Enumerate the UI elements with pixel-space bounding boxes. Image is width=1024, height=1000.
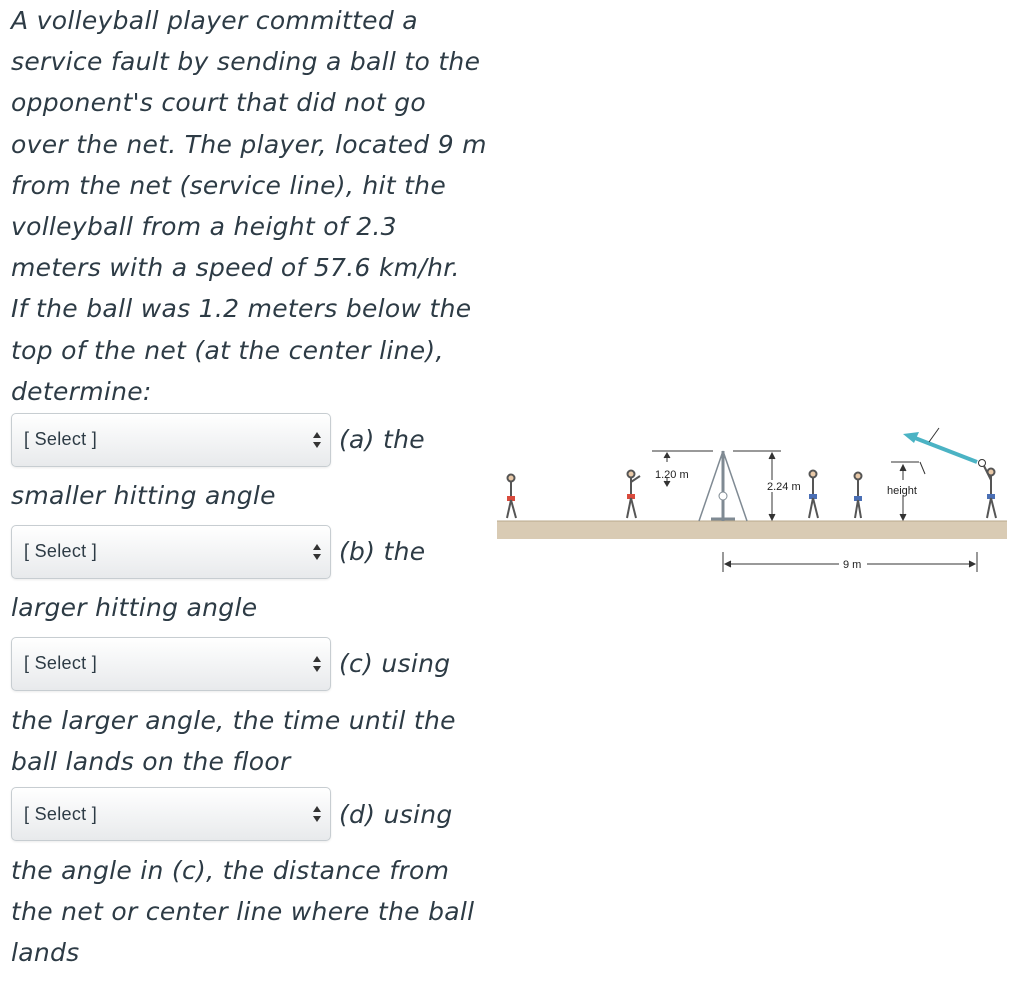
part-c-continuation: the larger angle, the time until the: [11, 705, 456, 735]
part-b-row: [ Select ] (b) the: [11, 524, 501, 580]
part-b-continuation: larger hitting angle: [11, 592, 258, 622]
question-line: opponent's court that did not go: [11, 88, 426, 118]
select-arrows-icon: [313, 431, 321, 448]
question-block: A volleyball player committed a service …: [11, 0, 501, 973]
select-arrows-icon: [313, 655, 321, 672]
question-text: A volleyball player committed a service …: [11, 0, 501, 412]
question-line: volleyball from a height of 2.3: [11, 211, 397, 241]
volleyball-diagram: 1.20 m 2.24 m height 9 m: [497, 427, 1007, 572]
player-figure: [983, 465, 997, 519]
question-line: from the net (service line), hit the: [11, 170, 447, 200]
part-a-select[interactable]: [ Select ]: [11, 412, 331, 467]
part-c-continuation: ball lands on the floor: [11, 746, 291, 776]
question-line: determine:: [11, 376, 152, 406]
part-d-select[interactable]: [ Select ]: [11, 787, 331, 842]
question-line: meters with a speed of 57.6 km/hr.: [11, 253, 460, 283]
player-figure: [506, 473, 517, 519]
dimension-net-height: [733, 450, 781, 522]
question-line: A volleyball player committed a: [11, 6, 418, 35]
select-value: [ Select ]: [24, 653, 98, 674]
ball-path-arrow: [903, 427, 986, 467]
select-value: [ Select ]: [24, 541, 98, 562]
question-line: top of the net (at the center line),: [11, 335, 444, 365]
question-line: service fault by sending a ball to the: [11, 47, 481, 77]
question-line: If the ball was 1.2 meters below the: [11, 294, 472, 324]
select-value: [ Select ]: [24, 803, 98, 824]
part-c-row: [ Select ] (c) using: [11, 636, 501, 692]
player-figure: [808, 469, 819, 519]
part-c-label: (c) using: [339, 649, 451, 679]
dimension-net-top: [652, 450, 713, 487]
select-value: [ Select ]: [24, 429, 98, 450]
player-figure: [853, 471, 863, 519]
part-d-continuation: the net or center line where the ball: [11, 897, 475, 927]
part-b-select[interactable]: [ Select ]: [11, 524, 331, 579]
select-arrows-icon: [313, 806, 321, 823]
dimension-distance: [722, 552, 978, 572]
floor: [497, 521, 1007, 539]
label-net-height: 2.24 m: [767, 481, 801, 493]
label-height: height: [887, 485, 917, 497]
dimension-height: [891, 461, 926, 522]
part-a-label: (a) the: [339, 425, 425, 455]
label-distance: 9 m: [843, 559, 861, 571]
part-d-continuation: the angle in (c), the distance from: [11, 856, 450, 886]
net: [698, 450, 748, 522]
part-a-row: [ Select ] (a) the: [11, 412, 501, 468]
player-figure: [626, 469, 641, 519]
part-c-select[interactable]: [ Select ]: [11, 636, 331, 691]
part-a-continuation: smaller hitting angle: [11, 480, 276, 510]
label-net-top: 1.20 m: [655, 469, 689, 481]
part-d-continuation: lands: [11, 938, 80, 968]
part-b-label: (b) the: [339, 537, 426, 567]
select-arrows-icon: [313, 543, 321, 560]
part-d-label: (d) using: [339, 799, 453, 829]
part-d-row: [ Select ] (d) using: [11, 786, 501, 842]
question-line: over the net. The player, located 9 m: [11, 129, 487, 159]
